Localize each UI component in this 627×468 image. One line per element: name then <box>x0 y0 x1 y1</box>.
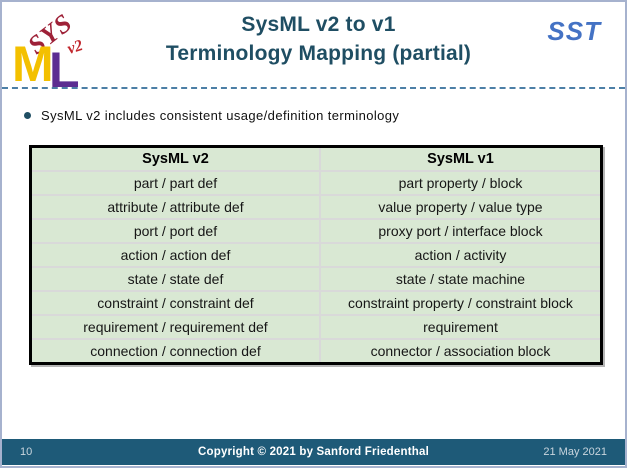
logo-m-letter: M <box>12 36 54 91</box>
slide-title-line2: Terminology Mapping (partial) <box>165 42 472 65</box>
table-cell: part / part def <box>29 170 321 196</box>
table-row: constraint / constraint def constraint p… <box>29 290 603 316</box>
slide-title-line1: SysML v2 to v1 <box>241 13 396 36</box>
table-cell: attribute / attribute def <box>29 194 321 220</box>
copyright-text: Copyright © 2021 by Sanford Friedenthal <box>198 446 429 458</box>
sysml-v2-logo-icon: SYS M L v2 <box>12 5 94 98</box>
table-row: state / state def state / state machine <box>29 266 603 292</box>
table-cell: requirement / requirement def <box>29 314 321 340</box>
bullet-icon <box>24 112 31 119</box>
table-cell: state / state def <box>29 266 321 292</box>
bullet-text: SysML v2 includes consistent usage/defin… <box>41 108 400 123</box>
table-cell: constraint / constraint def <box>29 290 321 316</box>
table-row: action / action def action / activity <box>29 242 603 268</box>
bullet-item: SysML v2 includes consistent usage/defin… <box>24 108 399 123</box>
table-cell: action / activity <box>318 242 603 268</box>
logo-v2-text: v2 <box>65 37 85 58</box>
column-header-sysml-v1: SysML v1 <box>318 145 603 172</box>
table-row: requirement / requirement def requiremen… <box>29 314 603 340</box>
table-cell: proxy port / interface block <box>318 218 603 244</box>
table-cell: constraint property / constraint block <box>318 290 603 316</box>
column-header-sysml-v2: SysML v2 <box>29 145 321 172</box>
sst-logo: SST <box>547 16 601 46</box>
table-cell: requirement <box>318 314 603 340</box>
table-cell: value property / value type <box>318 194 603 220</box>
table-row: connection / connection def connector / … <box>29 338 603 365</box>
footer-date: 21 May 2021 <box>543 446 607 458</box>
table-cell: state / state machine <box>318 266 603 292</box>
logo-l-letter: L <box>49 42 80 91</box>
slide-title: SysML v2 to v1 Terminology Mapping (part… <box>102 10 535 68</box>
table-cell: part property / block <box>318 170 603 196</box>
terminology-table: SysML v2 SysML v1 part / part def part p… <box>29 145 603 365</box>
footer-bar: 10 Copyright © 2021 by Sanford Friedenth… <box>2 439 625 465</box>
table-cell: connection / connection def <box>29 338 321 365</box>
table-row: port / port def proxy port / interface b… <box>29 218 603 244</box>
table-header-row: SysML v2 SysML v1 <box>29 145 603 172</box>
page-number: 10 <box>20 446 33 458</box>
table-row: attribute / attribute def value property… <box>29 194 603 220</box>
table-cell: action / action def <box>29 242 321 268</box>
table-row: part / part def part property / block <box>29 170 603 196</box>
slide-header: SYS M L v2 SysML v2 to v1 Terminology Ma… <box>2 2 625 98</box>
table-cell: port / port def <box>29 218 321 244</box>
table-cell: connector / association block <box>318 338 603 365</box>
